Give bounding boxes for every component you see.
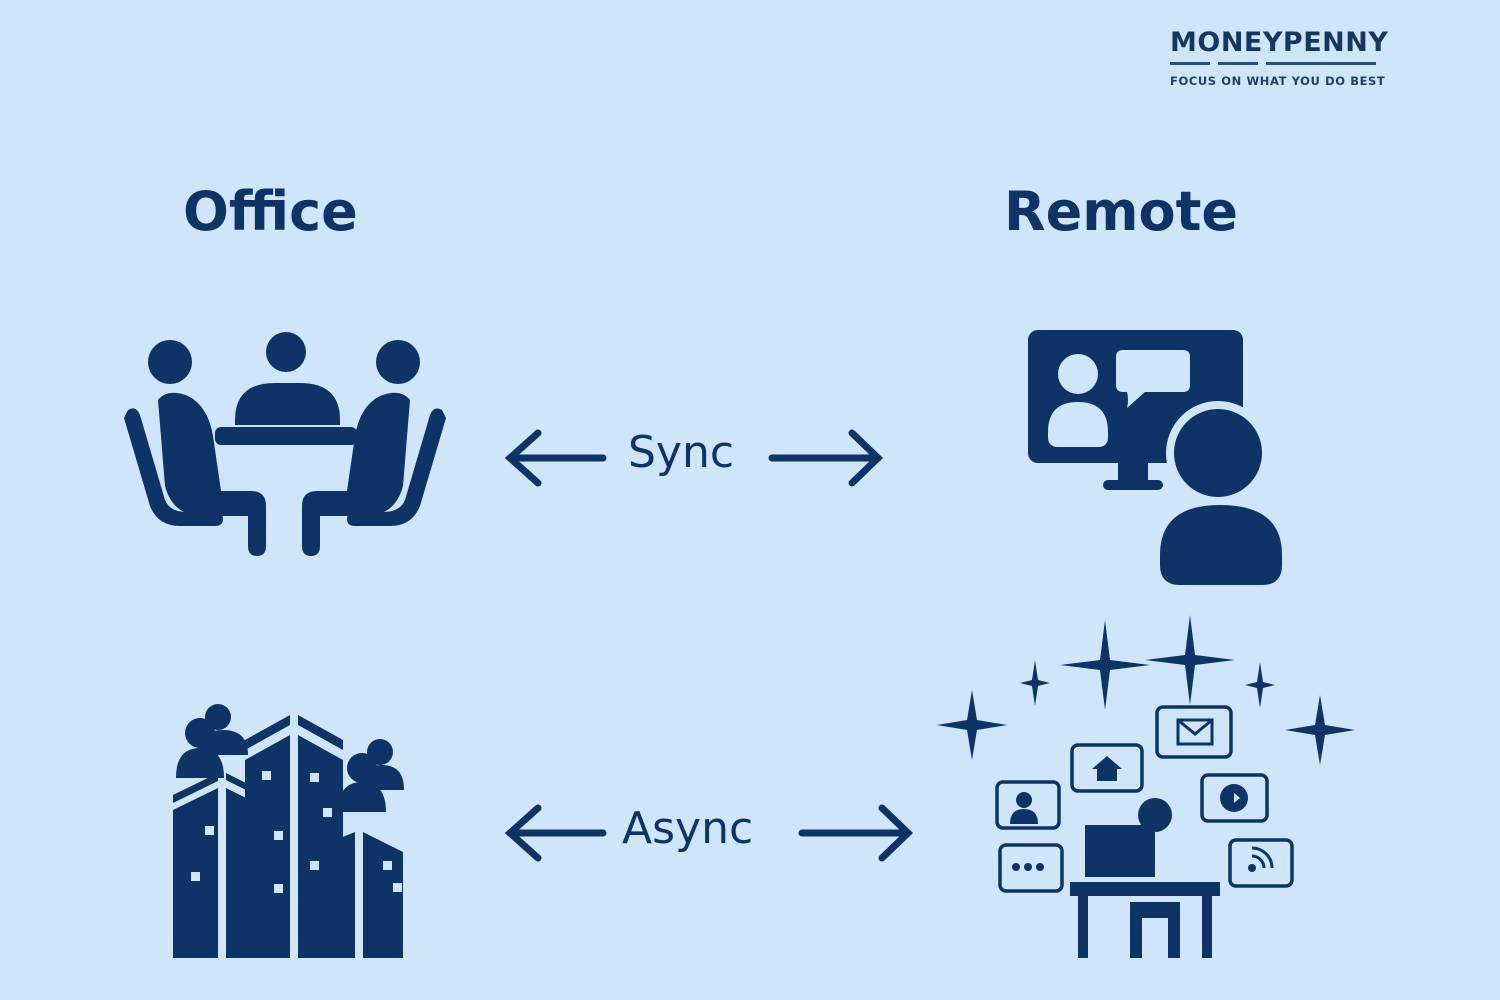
sync-double-arrow-icon [504, 429, 884, 487]
async-double-arrow-icon [504, 804, 914, 862]
office-heading: Office [183, 180, 358, 243]
brand-divider [1170, 62, 1400, 65]
office-buildings-people-icon [173, 704, 404, 958]
brand-logo: MONEYPENNY FOCUS ON WHAT YOU DO BEST [1170, 28, 1400, 88]
async-label: Async [622, 803, 754, 854]
video-call-icon [1028, 330, 1282, 585]
remote-worker-notifications-icon [937, 615, 1355, 958]
brand-name: MONEYPENNY [1170, 27, 1389, 58]
sync-label: Sync [628, 427, 735, 478]
meeting-table-icon [124, 332, 446, 556]
brand-tagline: FOCUS ON WHAT YOU DO BEST [1170, 74, 1386, 88]
remote-heading: Remote [1004, 180, 1239, 243]
